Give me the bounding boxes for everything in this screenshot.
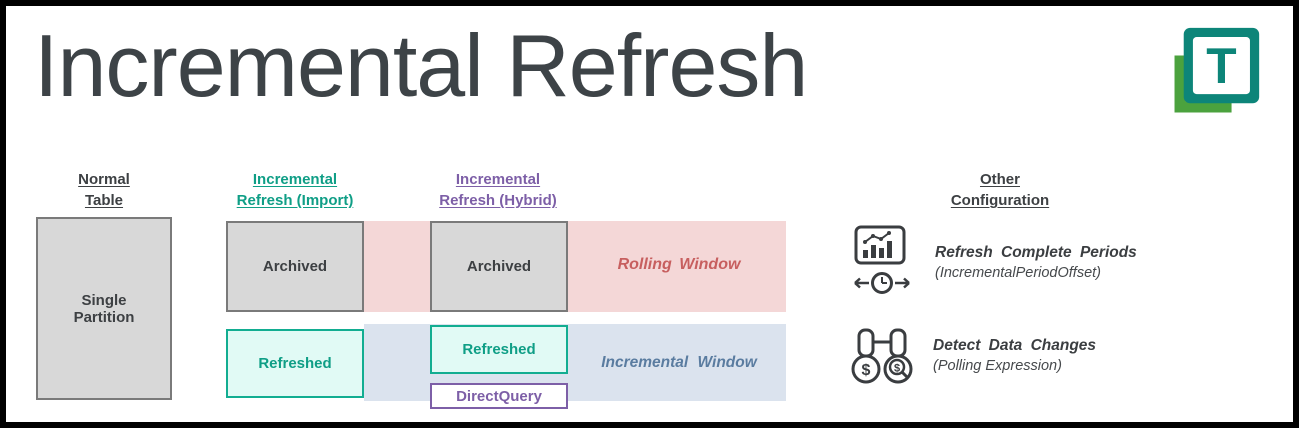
svg-text:$: $ [894,363,900,375]
config-item-refresh-complete-periods: Refresh Complete Periods (IncrementalPer… [849,224,1137,300]
config-title: Detect Data Changes [933,336,1097,354]
chart-clock-offset-icon [854,225,910,294]
normal-table-header: Normal Table [24,169,184,211]
svg-text:$: $ [862,362,871,379]
incremental-hybrid-header: Incremental Refresh (Hybrid) [418,169,578,211]
header-line: Configuration [950,192,1050,209]
header-line: Table [84,192,124,209]
logo-letter: T [1206,38,1236,94]
header-line: Normal [78,171,130,188]
import-refreshed-box: Refreshed [226,329,364,398]
config-text: Refresh Complete Periods (IncrementalPer… [935,244,1137,281]
incremental-import-header: Incremental Refresh (Import) [215,169,375,211]
header-line: Incremental [252,171,338,188]
binoculars-detect-icon: $ $ [851,328,913,384]
header-line: Refresh (Hybrid) [439,192,557,209]
hybrid-directquery-box: DirectQuery [430,383,568,409]
header-line: Incremental [455,171,541,188]
header-line: Other [979,171,1020,188]
page-title: Incremental Refresh [34,16,808,115]
single-partition-label: Single Partition [73,291,135,326]
config-item-detect-data-changes: $ $ Detect Data Changes (Polling Express… [851,322,1096,388]
directquery-label: DirectQuery [456,387,542,405]
config-text: Detect Data Changes (Polling Expression) [933,337,1096,374]
header-line: Refresh (Import) [236,192,354,209]
logo-green-accent [1174,55,1232,113]
config-title: Refresh Complete Periods [935,243,1137,261]
import-archived-box: Archived [226,221,364,312]
single-partition-box: Single Partition [36,217,172,400]
incremental-window-label: Incremental Window [601,354,757,371]
hybrid-refreshed-box: Refreshed [430,325,568,374]
config-subtitle: (IncrementalPeriodOffset) [935,264,1102,281]
hybrid-archived-box: Archived [430,221,568,312]
config-subtitle: (Polling Expression) [933,357,1062,374]
archived-label: Archived [262,258,328,275]
tabular-editor-logo: T [1174,27,1260,113]
refreshed-label: Refreshed [462,341,536,358]
refreshed-label: Refreshed [258,355,332,372]
archived-label: Archived [466,258,532,275]
rolling-window-label: Rolling Window [617,256,741,273]
other-configuration-header: Other Configuration [920,169,1080,211]
